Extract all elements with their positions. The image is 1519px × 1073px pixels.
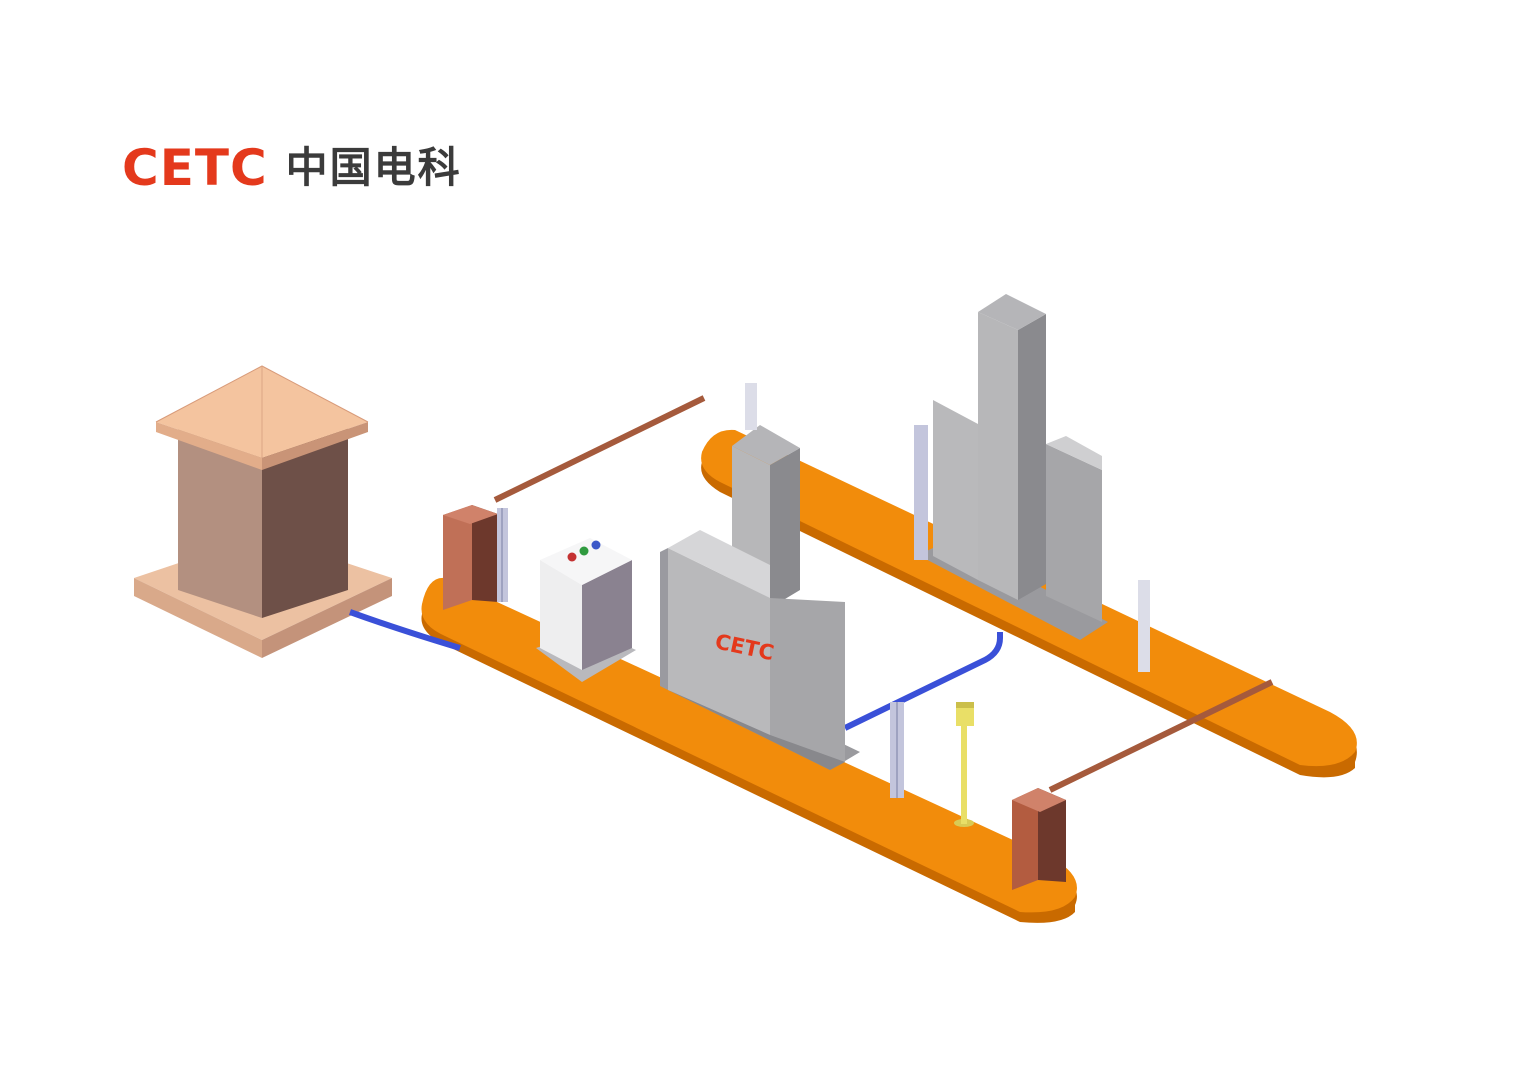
cables [348,609,1003,731]
logo-latin-text: CETC [122,139,268,197]
guard-booth [134,365,392,658]
back-portal-scanner [914,294,1150,672]
barrier-front-right [1012,679,1274,890]
control-cabinet [536,538,636,682]
light-pole [954,702,974,827]
logo-chinese-text: 中国电科 [285,143,462,192]
rear-pole [745,383,757,430]
barrier-front-left [443,395,706,610]
cetc-logo: CETC 中国电科 [122,138,462,198]
bollard-post [890,702,904,798]
front-portal-scanner: CETC [660,425,860,770]
